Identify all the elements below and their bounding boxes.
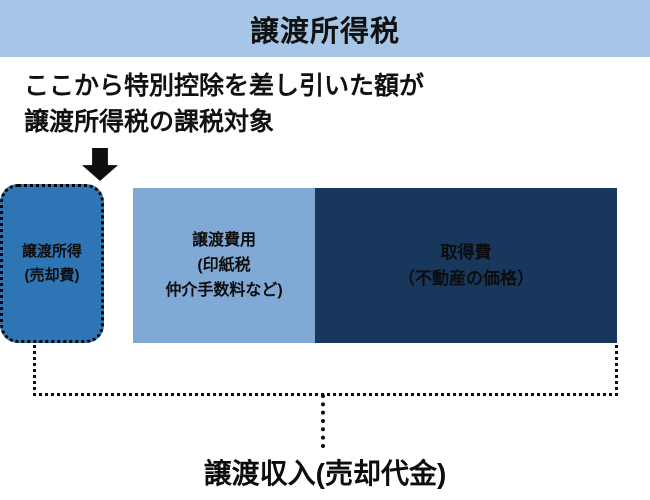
- segment-capital-gain: 譲渡所得 (売却費): [0, 184, 104, 343]
- page-title: 譲渡所得税: [249, 15, 400, 48]
- explanatory-note: ここから特別控除を差し引いた額が 譲渡所得税の課税対象: [24, 68, 424, 140]
- bracket-stem: [321, 394, 325, 448]
- segment-acquisition-cost: 取得費 （不動産の価格）: [315, 188, 617, 343]
- down-arrow-icon: [82, 148, 118, 181]
- segment-label-line: 取得費: [440, 242, 492, 262]
- segment-label-line: （不動産の価格）: [398, 268, 534, 288]
- note-line-2: 譲渡所得税の課税対象: [24, 108, 275, 136]
- total-span-bracket: [33, 345, 618, 396]
- note-line-1: ここから特別控除を差し引いた額が: [24, 72, 425, 100]
- segment-label-line: (売却費): [24, 266, 80, 284]
- segment-label-line: 譲渡費用: [191, 232, 256, 249]
- sale-proceeds-label: 譲渡収入(売却代金): [203, 458, 447, 489]
- segment-label-line: 仲介手数料など): [165, 282, 283, 299]
- title-banner: 譲渡所得税: [0, 0, 650, 57]
- segment-label-line: (印紙税: [197, 257, 251, 274]
- segment-label-line: 譲渡所得: [21, 242, 82, 260]
- sale-proceeds-bar: 譲渡費用 (印紙税 仲介手数料など) 取得費 （不動産の価格） 譲渡所得 (売却…: [0, 184, 650, 350]
- segment-transfer-expenses: 譲渡費用 (印紙税 仲介手数料など): [133, 188, 315, 343]
